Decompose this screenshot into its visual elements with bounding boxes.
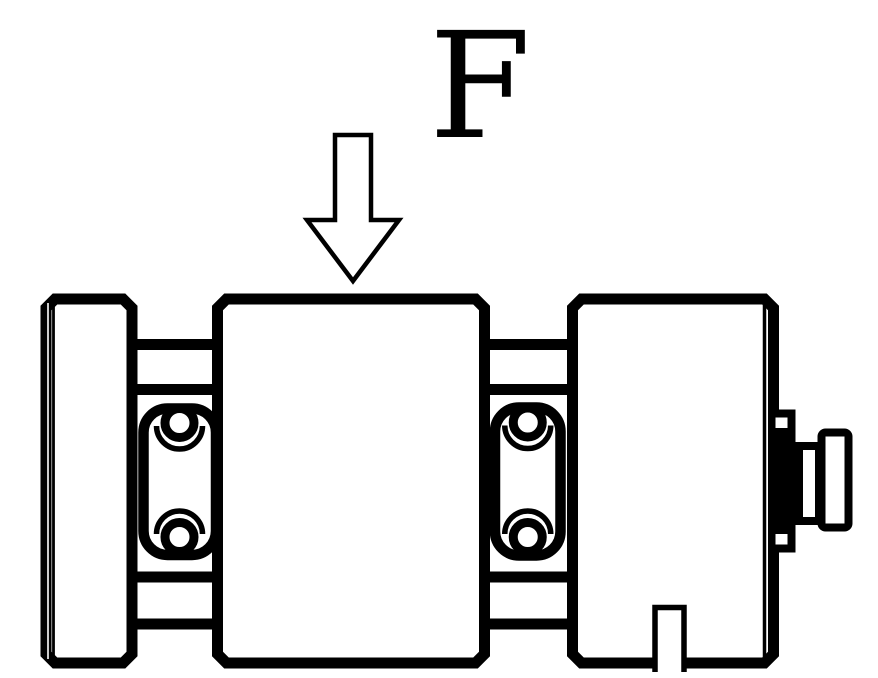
stub-flange-notch-top (775, 417, 788, 428)
right-bearing-ball-bottom (508, 518, 547, 556)
left-bearing-groove-top (153, 425, 206, 452)
line-work: F (40, 1, 853, 672)
left-block (40, 293, 138, 669)
right-bearing-groove-top (502, 425, 554, 452)
left-bearing-groove-bottom (153, 508, 206, 535)
keyway-notch (652, 604, 687, 672)
right-bearing-ball-top (508, 403, 547, 442)
shaft-stub (768, 409, 853, 553)
left-bearing-ball-top (160, 404, 199, 442)
force-label: F (429, 1, 531, 172)
right-block (567, 293, 779, 669)
right-bearing (489, 402, 566, 561)
right-bearing-groove-bottom (502, 508, 554, 535)
stub-end-cap (817, 428, 853, 532)
left-bearing (138, 403, 222, 561)
force-arrow-icon (302, 132, 404, 285)
left-bearing-ball-bottom (160, 518, 199, 556)
stub-flange (768, 409, 796, 553)
center-block (212, 293, 490, 669)
stub-cylinder (795, 442, 823, 525)
stub-flange-notch-bottom (775, 534, 788, 545)
